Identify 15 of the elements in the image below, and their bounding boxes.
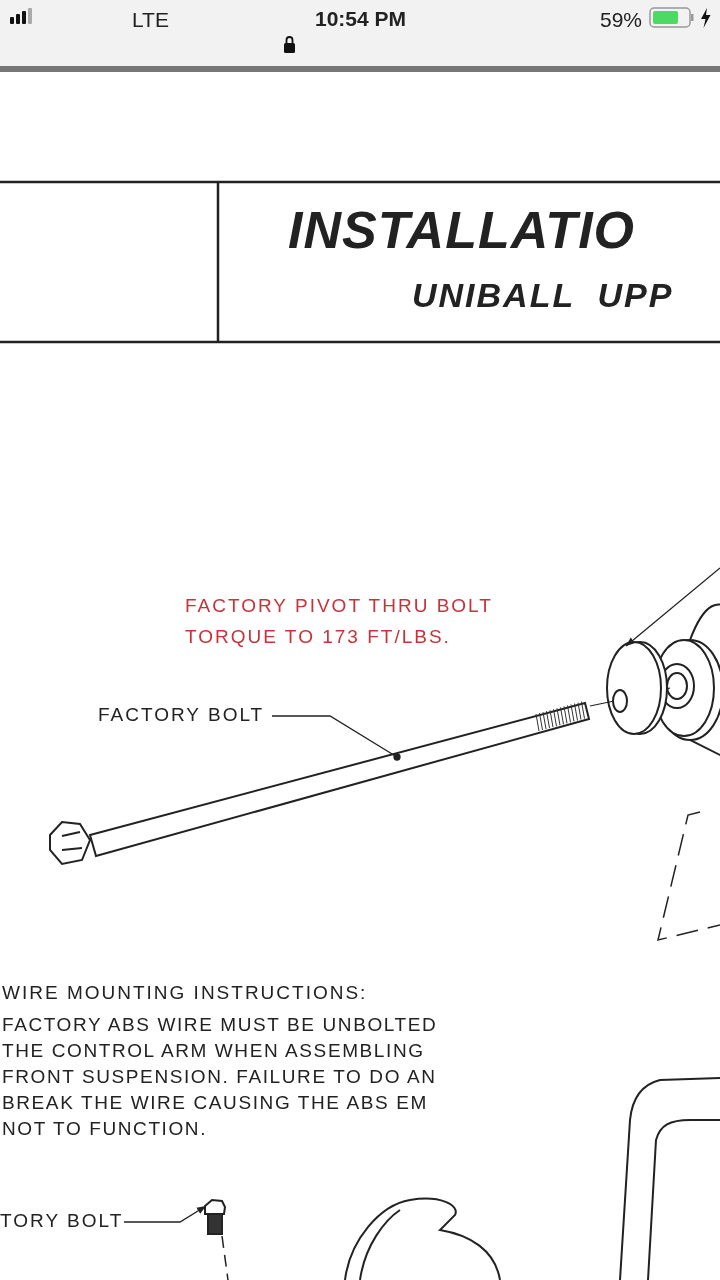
part-label: TORY BOLT (0, 1210, 122, 1234)
instructions-heading: WIRE MOUNTING INSTRUCTIONS: (2, 982, 368, 1004)
clock-time: 10:54 PM (315, 7, 407, 31)
part-label: FACTORY BOLT (98, 704, 270, 728)
washer-drawing (603, 640, 669, 736)
torque-note: FACTORY PIVOT THRU BOLT TORQUE TO 173 FT/LBS. (185, 594, 494, 649)
title: INSTALLATIO (288, 200, 636, 260)
subtitle: UNIBALL UPP (412, 276, 674, 315)
arrow (123, 1205, 207, 1223)
battery-percentage: 59% (600, 8, 643, 32)
carrier-label: LTE (132, 8, 169, 32)
arrow (625, 567, 720, 647)
center-line (589, 700, 615, 707)
leader-line (271, 715, 401, 761)
instructions-paragraph: FACTORY ABS WIRE MUST BE UNBOLTED THE CONTROL ARM WHEN ASSEMBLING FRONT SUSPENSION. FAILURE TO DO AN BREAK THE WIRE CAUSING THE ABS EM NOT TO FUNCTION. (2, 1013, 439, 1141)
